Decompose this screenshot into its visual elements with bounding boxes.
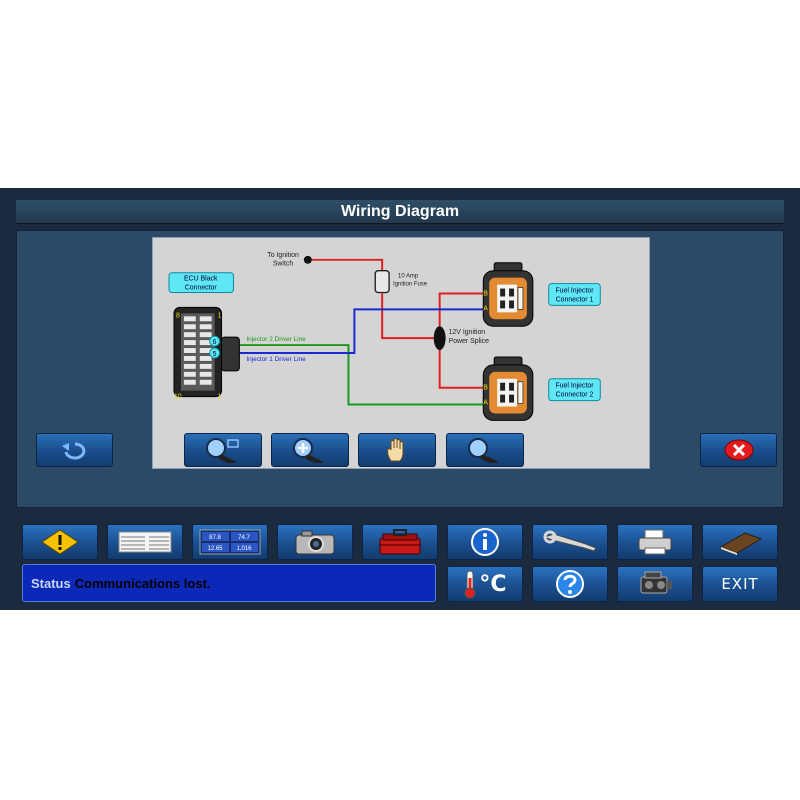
injector1-label: Fuel Injector [555, 288, 594, 295]
zoom-fit-icon [206, 438, 239, 463]
ecu-connector [173, 306, 240, 398]
toolbox-button[interactable] [362, 524, 438, 560]
back-arrow-icon [61, 442, 85, 460]
gauges-icon: 87.8 74.7 12.65 1,016 [199, 529, 261, 555]
ecu-label: ECU Black [184, 276, 218, 283]
svg-text:87.8: 87.8 [209, 535, 221, 541]
splice-label: 12V Ignition [449, 329, 486, 336]
close-icon [724, 439, 753, 461]
engine-icon [640, 571, 672, 594]
ecu-pin-bottom-right: 1 [218, 394, 222, 401]
status-text: Communications lost. [74, 575, 211, 591]
help-button[interactable] [532, 566, 608, 602]
zoom-fit-button[interactable] [184, 433, 262, 467]
svg-text:12.65: 12.65 [207, 546, 223, 552]
power-wire-fuse-splice [381, 293, 440, 340]
manual-button[interactable] [702, 524, 778, 560]
printer-icon [638, 529, 672, 555]
wrench-icon [542, 530, 597, 552]
power-wire-inj1 [438, 292, 487, 339]
power-wire-switch [307, 258, 384, 272]
camera-icon [295, 530, 335, 555]
svg-text:1,016: 1,016 [236, 546, 252, 552]
power-wire-inj2 [438, 338, 487, 389]
settings-button[interactable] [532, 524, 608, 560]
print-button[interactable] [617, 524, 693, 560]
ecu-label-box [168, 272, 234, 294]
temperature-units-button[interactable]: °C [447, 566, 523, 602]
fuse-label-2: Ignition Fuse [393, 282, 428, 288]
pan-hand-icon [387, 438, 404, 462]
ecu-pin-top-left: 8 [176, 312, 180, 319]
back-button[interactable] [36, 433, 113, 467]
wiring-diagram: To Ignition Switch 10 Amp Ignition Fuse … [152, 237, 650, 469]
wiring-diagram-canvas: To Ignition Switch 10 Amp Ignition Fuse … [168, 252, 601, 421]
data-list-icon [118, 531, 172, 553]
exit-label: EXIT [721, 575, 759, 593]
close-button[interactable] [700, 433, 777, 467]
inj1-pin-a: A [483, 305, 488, 312]
injector2-label-2: Connector 2 [556, 392, 594, 399]
info-button[interactable] [447, 524, 523, 560]
inj2-pin-b: B [483, 385, 488, 392]
bottom-toolbar: 87.8 74.7 12.65 1,016 [16, 516, 784, 606]
injector2-label: Fuel Injector [555, 383, 594, 390]
injector2-driver-wire [215, 344, 487, 406]
snapshot-button[interactable] [277, 524, 353, 560]
status-box: Status Communications lost. [22, 564, 436, 602]
toolbox-icon [379, 529, 421, 555]
fuse-label: 10 Amp [398, 274, 419, 280]
power-splice-node [433, 326, 446, 351]
fuel-injector-connector-2 [482, 356, 534, 421]
exit-button[interactable]: EXIT [702, 566, 778, 602]
main-panel: To Ignition Switch 10 Amp Ignition Fuse … [16, 230, 784, 508]
fuse-icon [374, 270, 390, 294]
injector1-label-box [548, 283, 601, 306]
page-title: Wiring Diagram [340, 202, 460, 220]
injector2-label-box [548, 378, 601, 402]
temperature-unit-label: °C [479, 571, 507, 597]
injector2-driver-label: Injector 2 Driver Line [246, 336, 306, 343]
ecu-pin-injector2: 6 [213, 339, 217, 346]
app-window: Wiring Diagram To Ignition Switch 10 Amp… [0, 188, 800, 610]
injector1-driver-label: Injector 1 Driver Line [246, 356, 306, 363]
ecu-label-2: Connector [185, 285, 218, 292]
injector1-driver-wire [215, 308, 487, 354]
zoom-in-button[interactable] [271, 433, 349, 467]
pan-button[interactable] [358, 433, 436, 467]
help-icon [556, 570, 584, 598]
ignition-switch-node [303, 255, 312, 264]
gauges-button[interactable]: 87.8 74.7 12.65 1,016 [192, 524, 268, 560]
title-bar: Wiring Diagram [16, 200, 784, 224]
splice-label-2: Power Splice [449, 338, 490, 345]
inj1-pin-b: B [483, 291, 488, 298]
fuel-injector-connector-1 [482, 262, 534, 327]
injector1-label-2: Connector 1 [556, 296, 594, 303]
ecu-pin-bottom-left: 10 [174, 394, 182, 401]
book-icon [719, 532, 763, 555]
data-list-button[interactable] [107, 524, 183, 560]
engine-button[interactable] [617, 566, 693, 602]
status-label: Status [31, 575, 71, 591]
info-icon [471, 528, 499, 556]
ignition-switch-label: To Ignition [267, 252, 299, 259]
zoom-out-icon [468, 438, 498, 463]
zoom-out-button[interactable] [446, 433, 524, 467]
ecu-pin-top-right: 1 [218, 312, 222, 319]
fault-codes-button[interactable] [22, 524, 98, 560]
warning-icon [41, 529, 79, 555]
zoom-in-icon [293, 438, 323, 463]
ignition-switch-label-2: Switch [273, 261, 294, 268]
ecu-pin-injector1: 5 [213, 351, 217, 358]
thermometer-icon [464, 570, 476, 599]
svg-text:74.7: 74.7 [238, 535, 250, 541]
inj2-pin-a: A [483, 400, 488, 407]
